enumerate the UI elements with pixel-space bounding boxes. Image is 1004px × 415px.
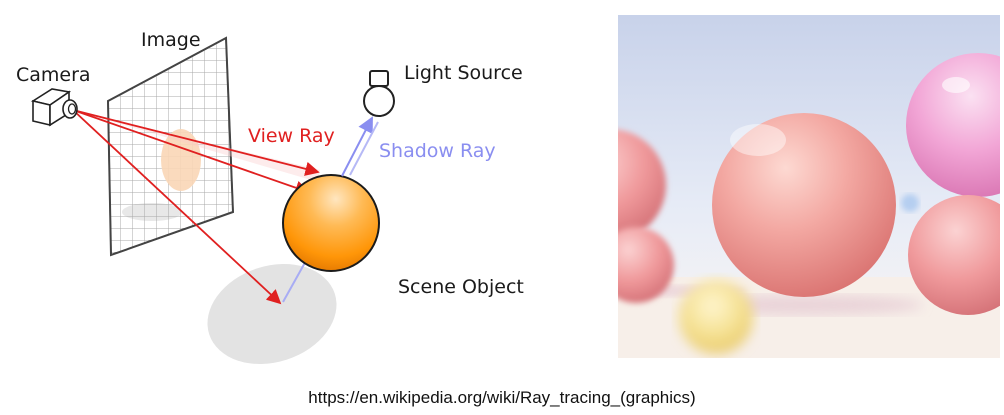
- shadow-ray-line: [341, 116, 373, 177]
- sphere-shadow: [207, 264, 337, 364]
- ray-tracing-diagram: Camera Image Light Source View Ray Shado…: [16, 29, 524, 364]
- image-label: Image: [141, 29, 201, 51]
- camera-icon: [30, 88, 78, 127]
- light-source-label: Light Source: [404, 62, 523, 84]
- scene-object-label: Scene Object: [398, 276, 524, 298]
- ray-traced-render-image: [618, 15, 1000, 358]
- view-ray-line-2: [72, 109, 310, 195]
- scene-sphere: [282, 174, 380, 272]
- shadow-ray-label: Shadow Ray: [379, 140, 496, 162]
- source-url-caption[interactable]: https://en.wikipedia.org/wiki/Ray_tracin…: [308, 388, 696, 407]
- view-ray-label: View Ray: [248, 125, 335, 147]
- view-ray-line: [72, 109, 320, 176]
- light-bulb-icon: [363, 70, 395, 117]
- view-ray-line-3: [72, 109, 282, 305]
- camera-label: Camera: [16, 64, 91, 86]
